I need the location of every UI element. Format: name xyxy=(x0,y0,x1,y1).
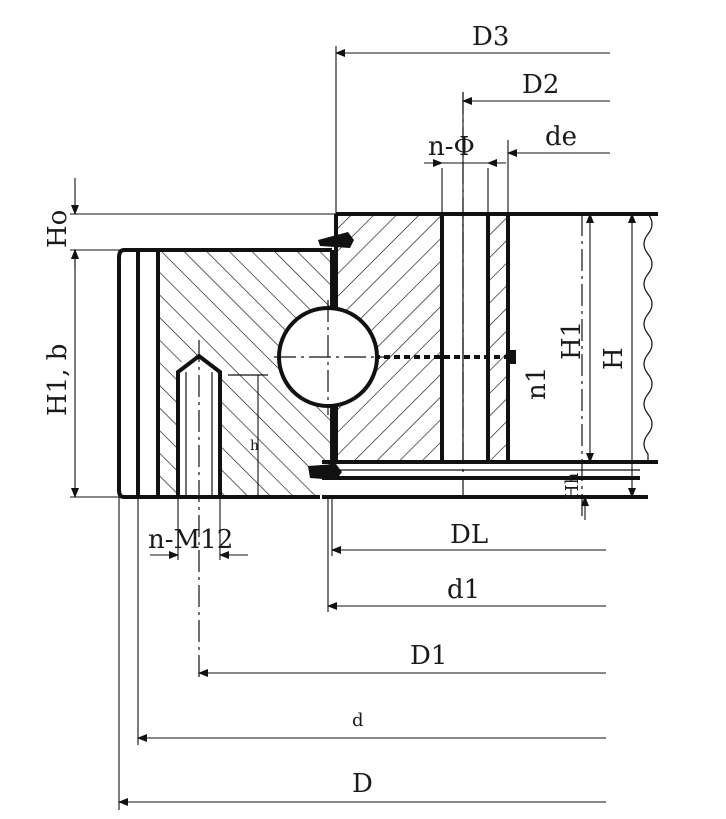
dim-H1-right: H1 xyxy=(557,321,587,360)
outer-ring-hatch xyxy=(336,214,442,462)
dim-H1-b: H1, b xyxy=(43,344,73,416)
lower-seal xyxy=(308,464,342,480)
dim-D3: D3 xyxy=(472,22,509,52)
inner-ring: h xyxy=(117,248,334,499)
outer-ring xyxy=(322,212,658,499)
dim-Ho: Ho xyxy=(43,210,73,248)
upper-seal xyxy=(318,232,354,248)
ball xyxy=(274,300,384,415)
dim-d: d xyxy=(352,710,364,731)
outer-ring-hatch-strip xyxy=(488,214,508,462)
dim-de: de xyxy=(545,122,577,152)
dim-H: H xyxy=(599,347,629,370)
dim-D: D xyxy=(352,769,373,799)
dim-n-phi: n-Φ xyxy=(428,132,475,162)
thread-depth-label: h xyxy=(250,438,259,454)
dim-D1: D1 xyxy=(410,641,447,671)
dim-DL: DL xyxy=(450,520,488,550)
dim-d1: d1 xyxy=(447,575,480,605)
dim-n1: n1 xyxy=(522,367,552,400)
dim-D2: D2 xyxy=(522,70,559,100)
dim-Hh: Hh xyxy=(562,472,583,500)
dim-n-M12: n-M12 xyxy=(148,525,233,555)
